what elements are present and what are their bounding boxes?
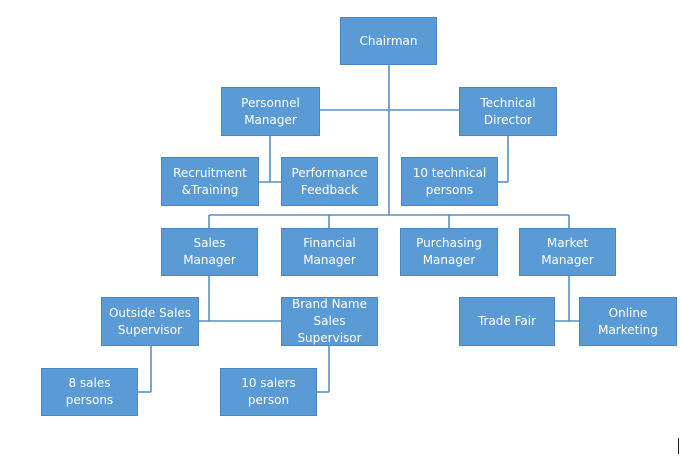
market-manager-box: Market Manager [519,228,616,276]
outside-sales-supervisor-box: Outside Sales Supervisor [101,297,199,346]
trade-fair-box: Trade Fair [459,297,555,346]
online-marketing-box: Online Marketing [579,297,677,346]
technical-persons-box: 10 technical persons [401,157,498,206]
salers-person-box: 10 salers person [220,368,317,416]
sales-manager-box: Sales Manager [161,228,258,276]
technical-director-box: Technical Director [459,87,557,136]
purchasing-manager-box: Purchasing Manager [400,228,498,276]
personnel-manager-box: Personnel Manager [221,87,320,136]
financial-manager-box: Financial Manager [281,228,378,276]
text-cursor [678,438,679,454]
recruitment-training-box: Recruitment &Training [161,157,259,206]
sales-persons-box: 8 sales persons [41,368,138,416]
performance-feedback-box: Performance Feedback [281,157,378,206]
brand-name-sales-supervisor-box: Brand Name Sales Supervisor [281,297,378,346]
chairman-box: Chairman [340,17,437,65]
